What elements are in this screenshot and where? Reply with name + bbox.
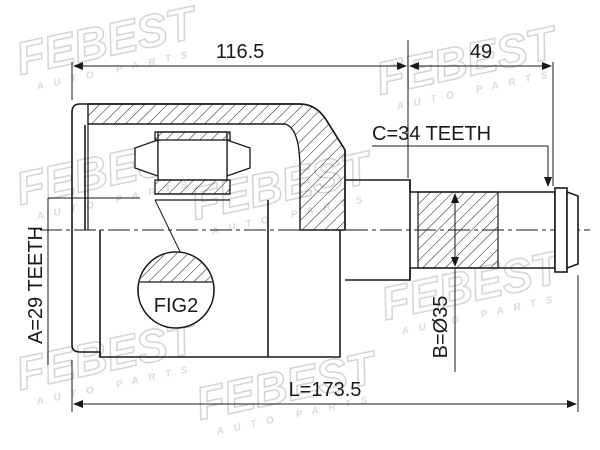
spline-a-label: A=29 TEETH	[25, 226, 47, 344]
dim-label-116: 116.5	[216, 41, 265, 63]
dim-top	[71, 40, 554, 186]
fig2-detail: FIG2	[137, 251, 215, 329]
watermark-logo: FEBEST AUTO PARTS	[371, 15, 565, 113]
inner-tripod	[134, 131, 251, 201]
total-length-label: L=173.5	[289, 379, 362, 401]
dim-label-49: 49	[470, 41, 492, 63]
shaft-spline-section	[417, 191, 499, 269]
diameter-label: B=Ø35	[430, 296, 452, 359]
shaft-end	[554, 187, 579, 273]
housing-wall-section	[87, 103, 346, 231]
watermark-logo: FEBEST AUTO PARTS	[11, 0, 205, 93]
spline-c-label: C=34 TEETH	[372, 123, 491, 145]
fig2-label: FIG2	[154, 295, 198, 317]
dim-bottom	[71, 275, 579, 412]
